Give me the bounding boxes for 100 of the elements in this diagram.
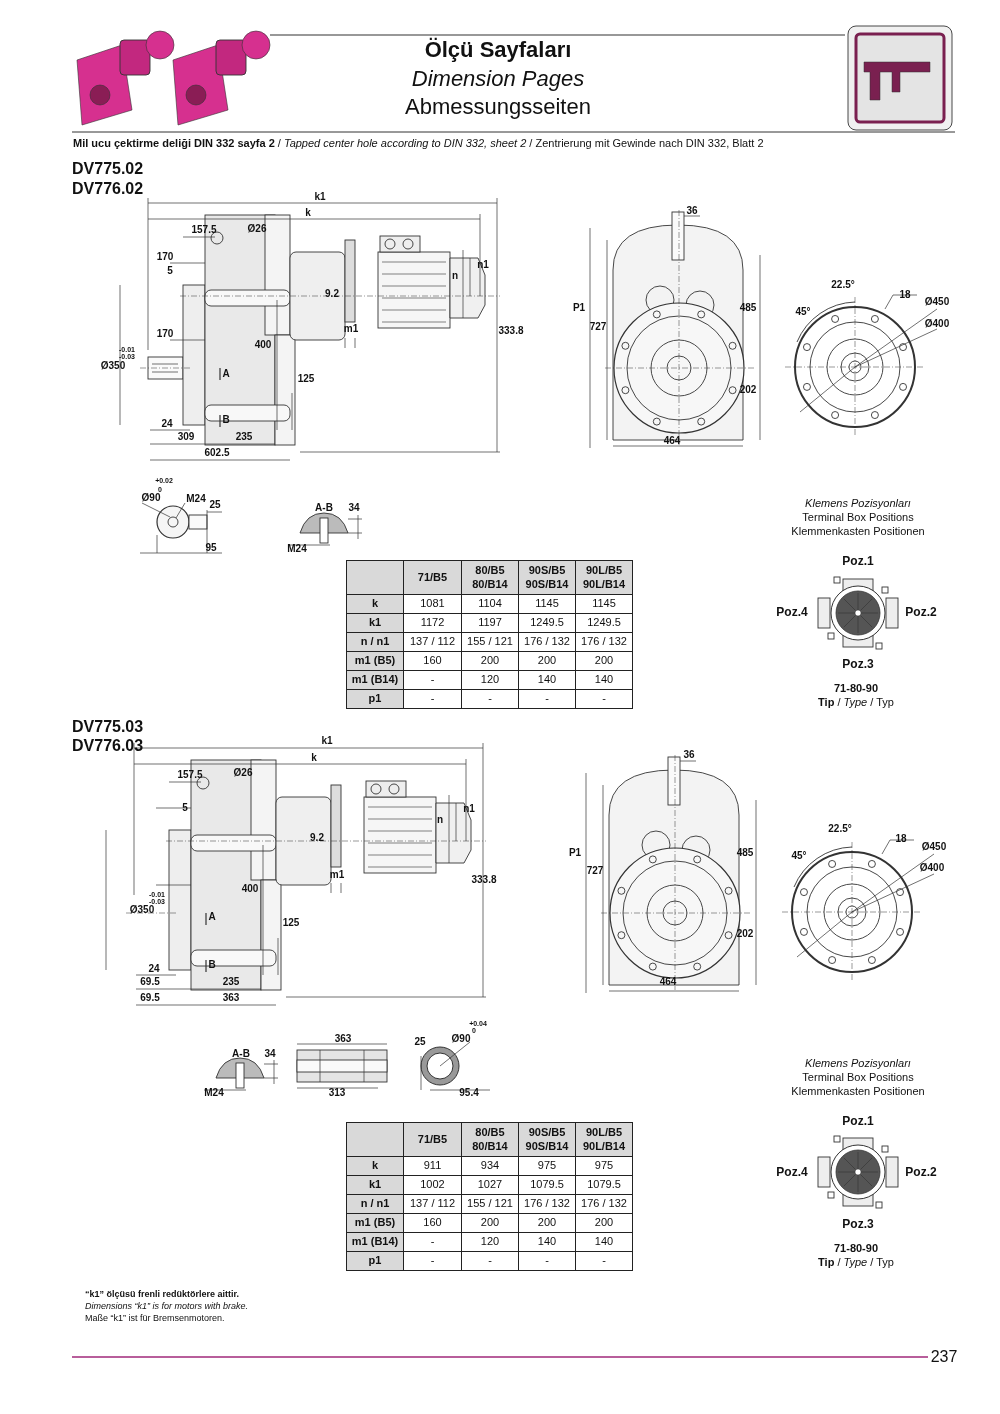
dimension-value: 313 [328, 1087, 346, 1099]
position-label: Poz.2 [905, 1166, 937, 1180]
section-caption: Klemmenkasten Positionen [791, 1084, 925, 1098]
table-header-cell: 90L/B5 90L/B14 [575, 560, 633, 595]
section-caption: Klemens Pozisyonları [805, 1056, 911, 1070]
dimension-value: 602.5 [204, 447, 230, 459]
section-caption: Terminal Box Positions [802, 510, 914, 524]
table-header-cell: m1 (B14) [346, 670, 404, 690]
type-label: Tip / Type / Typ [818, 695, 894, 709]
model-heading: DV775.03 [72, 717, 144, 737]
model-heading: DV775.02 [72, 159, 144, 179]
page-title: Ölçü Sayfaları [424, 37, 572, 63]
dimension-value: 464 [663, 435, 681, 447]
page-subtitle: Abmessungsseiten [405, 94, 591, 120]
dimension-value: 34 [348, 502, 360, 514]
section-caption: Terminal Box Positions [802, 1070, 914, 1084]
dimension-value: M24 [186, 493, 206, 505]
dimension-value: Ø90 [451, 1033, 471, 1045]
table-header-cell: 90S/B5 90S/B14 [518, 560, 576, 595]
dimension-value: 24 [148, 963, 160, 975]
dimension-value: 202 [739, 384, 757, 396]
table-header-cell: p1 [346, 689, 404, 709]
table-header-cell: m1 (B14) [346, 1232, 404, 1252]
table-header-cell: k [346, 1156, 404, 1176]
dimension-value: A-B [315, 502, 333, 514]
dimension-value: 69.5 [140, 976, 160, 988]
position-label: Poz.4 [776, 1166, 808, 1180]
dimension-value: 36 [683, 749, 695, 761]
dimension-value: Ø26 [247, 223, 267, 235]
dimension-value: 727 [586, 865, 604, 877]
dimension-value: 202 [736, 928, 754, 940]
dimension-value: 727 [589, 321, 607, 333]
dimension-value: Ø400 [919, 862, 945, 874]
dimension-value: Ø350 [129, 904, 155, 916]
dimension-value: 24 [161, 418, 173, 430]
dimension-value: A-B [232, 1048, 250, 1060]
table-header-cell: k1 [346, 1175, 404, 1195]
model-heading: DV776.02 [72, 179, 144, 199]
dimension-value: k [311, 752, 317, 764]
dimension-value: 25 [209, 499, 221, 511]
page-number: 237 [930, 1347, 958, 1367]
dimension-value: 5 [182, 802, 188, 814]
dimension-value: Ø350 [100, 360, 126, 372]
dimension-value: Ø450 [921, 841, 947, 853]
dimension-value: 485 [739, 302, 757, 314]
dimension-value: n [436, 814, 444, 826]
dimension-value: 9.2 [325, 288, 339, 300]
table-header-cell: 90L/B5 90L/B14 [575, 1122, 633, 1157]
dimension-value: Ø90 [141, 492, 161, 504]
dimension-value: 69.5 [140, 992, 160, 1004]
table-header-cell: p1 [346, 1251, 404, 1271]
dimension-value: 45° [791, 850, 807, 862]
dimension-value: 34 [264, 1048, 276, 1060]
dimension-value: 363 [222, 992, 240, 1004]
dimension-value: 157.5 [177, 769, 203, 781]
dimension-value: 235 [235, 431, 253, 443]
dimension-value: P1 [568, 847, 582, 859]
dimension-value: Ø26 [233, 767, 253, 779]
dimension-value: 400 [254, 339, 272, 351]
header-note: Mil ucu çektirme deliği DIN 332 sayfa 2 / Tapped center hole according to DIN 332, sheet 2 / Zentrierung mit Gewinde nach DIN 332, Blatt 2 [73, 136, 764, 150]
position-label: Poz.1 [842, 555, 874, 569]
position-label: Poz.3 [842, 658, 874, 672]
section-caption: Klemens Pozisyonları [805, 496, 911, 510]
dimension-value: k1 [314, 191, 326, 203]
table-header-cell: 80/B5 80/B14 [461, 1122, 519, 1157]
table-header-cell: 71/B5 [403, 560, 462, 595]
motor-size-label: 71-80-90 [834, 1241, 878, 1255]
table-cell: - [575, 689, 633, 709]
page-subtitle: Dimension Pages [411, 66, 585, 92]
dimension-value: 5 [167, 265, 173, 277]
dimension-value: 235 [222, 976, 240, 988]
table-header-cell: 71/B5 [403, 1122, 462, 1157]
dimension-value: 170 [156, 251, 174, 263]
table-cell: - [575, 1251, 633, 1271]
dimension-value: 45° [795, 306, 811, 318]
position-label: Poz.1 [842, 1115, 874, 1129]
dimension-value: 125 [282, 917, 300, 929]
dimension-value: 95.4 [459, 1087, 479, 1099]
dimension-value: m1 [343, 323, 359, 335]
dimension-value: B [208, 959, 216, 971]
table-header-cell: n / n1 [346, 632, 404, 652]
table-header-cell: 80/B5 80/B14 [461, 560, 519, 595]
dimension-value: 333.8 [498, 325, 524, 337]
section-caption: Klemmenkasten Positionen [791, 524, 925, 538]
dimension-value: 95 [205, 542, 217, 554]
dimension-value: 400 [241, 883, 259, 895]
dimension-value: n [451, 270, 459, 282]
dimension-value: k [305, 207, 311, 219]
dimension-value: A [222, 368, 230, 380]
dimension-value: Ø450 [924, 296, 950, 308]
dimension-value: 157.5 [191, 224, 217, 236]
model-heading: DV776.03 [72, 736, 144, 756]
position-label: Poz.3 [842, 1218, 874, 1232]
table-header-cell: 90S/B5 90S/B14 [518, 1122, 576, 1157]
dimension-value: 485 [736, 847, 754, 859]
dimension-value: B [222, 414, 230, 426]
dimension-value: 125 [297, 373, 315, 385]
table-header-cell: m1 (B5) [346, 651, 404, 671]
footnote: “k1” ölçüsü frenli redüktörlere aittir. [85, 1288, 240, 1300]
dimension-value: 170 [156, 328, 174, 340]
